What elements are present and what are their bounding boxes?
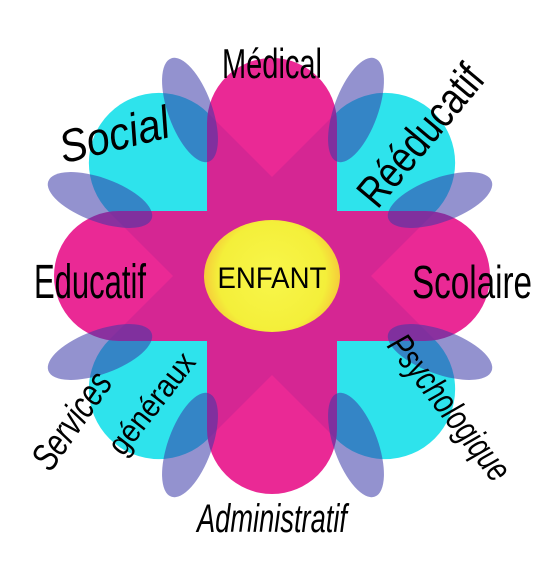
center-circle [204, 220, 340, 332]
label-educatif: Educatif [34, 256, 146, 309]
overlap-tints [47, 57, 493, 498]
label-medical: Médical [222, 40, 322, 87]
label-administratif: Administratif [196, 497, 350, 541]
center-label: ENFANT [218, 262, 327, 295]
label-scolaire: Scolaire [412, 256, 532, 308]
